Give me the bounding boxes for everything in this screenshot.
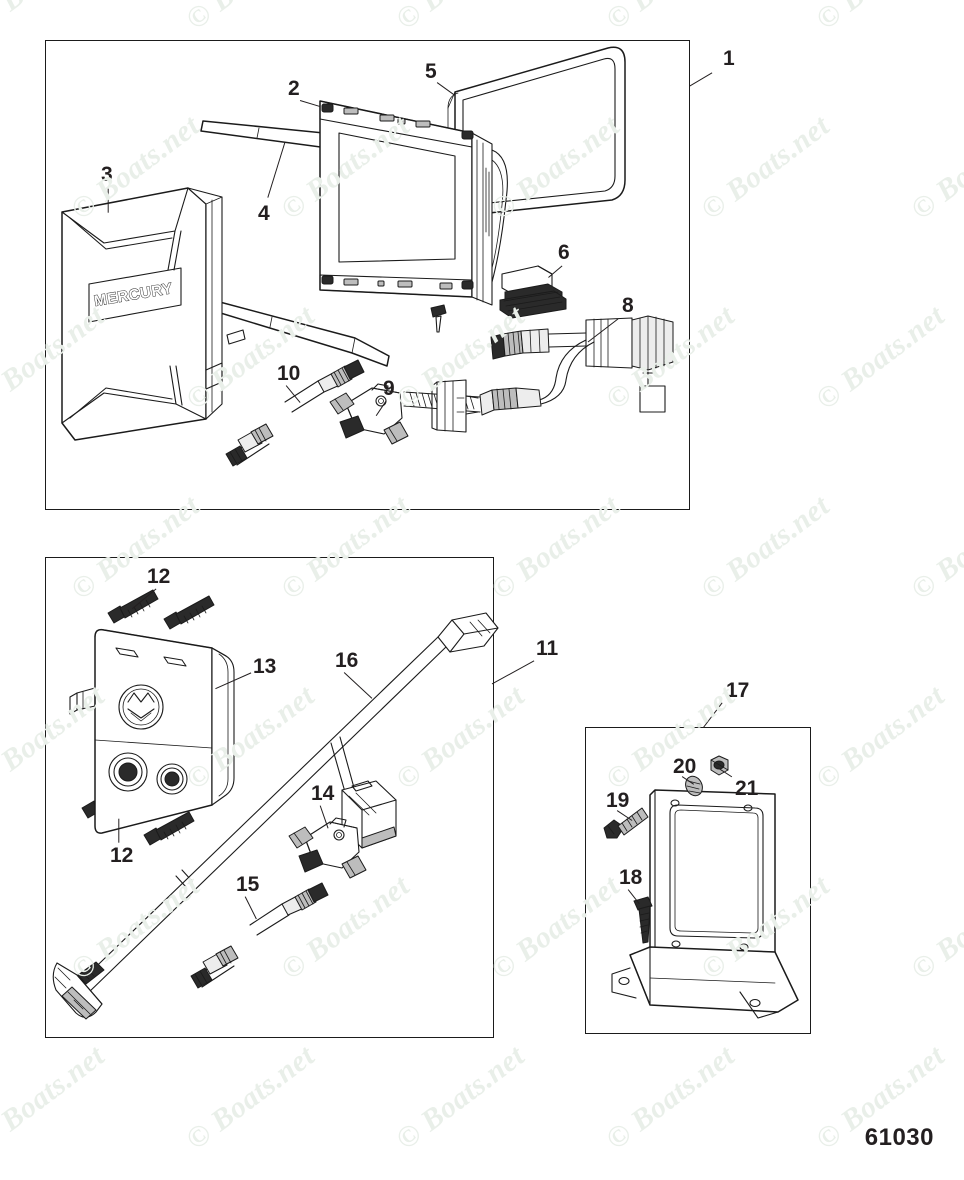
watermark-text: © Boats.net	[810, 0, 951, 37]
callout-number-18: 18	[619, 866, 643, 889]
callout-number-4: 4	[258, 202, 270, 225]
mounting-bracket-panel	[585, 727, 811, 1034]
watermark-text: © Boats.net	[905, 488, 964, 607]
watermark-text: © Boats.net	[0, 1038, 111, 1157]
callout-number-9: 9	[383, 377, 395, 400]
callout-leader-3	[107, 188, 109, 213]
watermark-text: © Boats.net	[905, 108, 964, 227]
watermark-text: © Boats.net	[390, 1038, 531, 1157]
callout-number-5: 5	[425, 60, 437, 83]
callout-number-20: 20	[673, 755, 697, 778]
watermark-text: © Boats.net	[810, 298, 951, 417]
callout-number-15: 15	[236, 873, 260, 896]
watermark-text: © Boats.net	[810, 678, 951, 797]
watermark-text: © Boats.net	[0, 0, 111, 37]
callout-number-13: 13	[253, 655, 277, 678]
callout-number-21: 21	[735, 777, 759, 800]
callout-number-1: 1	[723, 47, 735, 70]
callout-number-17: 17	[726, 679, 750, 702]
callout-leader-12	[118, 818, 120, 843]
diagram-number: 61030	[864, 1124, 934, 1151]
callout-leader-11	[491, 660, 535, 685]
watermark-text: © Boats.net	[600, 1038, 741, 1157]
watermark-text: © Boats.net	[905, 868, 964, 987]
callout-number-3: 3	[101, 163, 113, 186]
callout-number-14: 14	[311, 782, 335, 805]
callout-number-19: 19	[606, 789, 630, 812]
watermark-text: © Boats.net	[390, 0, 531, 37]
callout-number-10: 10	[277, 362, 301, 385]
display-assembly-panel	[45, 40, 690, 510]
callout-number-12: 12	[110, 844, 134, 867]
callout-number-8: 8	[622, 294, 634, 317]
callout-leader-1	[689, 72, 713, 87]
watermark-text: © Boats.net	[180, 0, 321, 37]
callout-number-12: 12	[147, 565, 171, 588]
callout-leader-17	[702, 702, 723, 729]
watermark-text: © Boats.net	[695, 108, 836, 227]
watermark-text: © Boats.net	[695, 488, 836, 607]
junction-box-harness-panel	[45, 557, 494, 1038]
watermark-text: © Boats.net	[180, 1038, 321, 1157]
watermark-text: © Boats.net	[600, 0, 741, 37]
callout-number-11: 11	[536, 637, 559, 660]
callout-number-16: 16	[335, 649, 359, 672]
callout-number-6: 6	[558, 241, 570, 264]
callout-number-2: 2	[288, 77, 300, 100]
